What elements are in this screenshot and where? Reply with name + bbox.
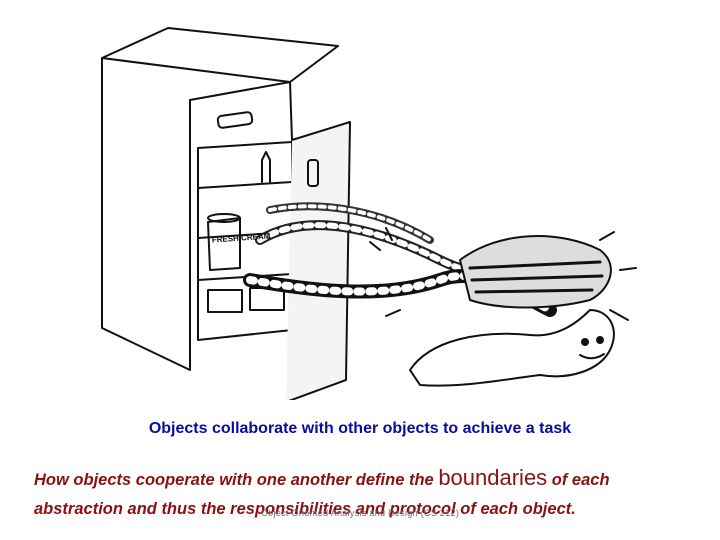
- cartoon-drawing: FRESH CREAM: [101, 27, 637, 403]
- fridge-top: [101, 27, 339, 83]
- paragraph-emphasis: boundaries: [438, 465, 548, 490]
- fridge-cat-illustration: FRESH CREAM: [80, 10, 640, 403]
- carton-label: FRESH CREAM: [212, 231, 271, 244]
- slide-footer: Object Oriented Analysis and Design (CS …: [260, 508, 460, 518]
- cat: [409, 309, 615, 387]
- fridge-front: [189, 81, 293, 141]
- fridge-door: [285, 121, 351, 403]
- slide-paragraph: How objects cooperate with one another d…: [34, 463, 694, 524]
- paragraph-before: How objects cooperate with one another d…: [34, 471, 439, 489]
- paragraph-after: of each abstraction and thus the respons…: [34, 471, 610, 518]
- cream-carton: [207, 217, 241, 271]
- slide-caption: Objects collaborate with other objects t…: [148, 420, 572, 437]
- striped-cat-body: [459, 235, 612, 309]
- freezer-handle: [216, 111, 254, 129]
- fridge-side: [101, 57, 191, 371]
